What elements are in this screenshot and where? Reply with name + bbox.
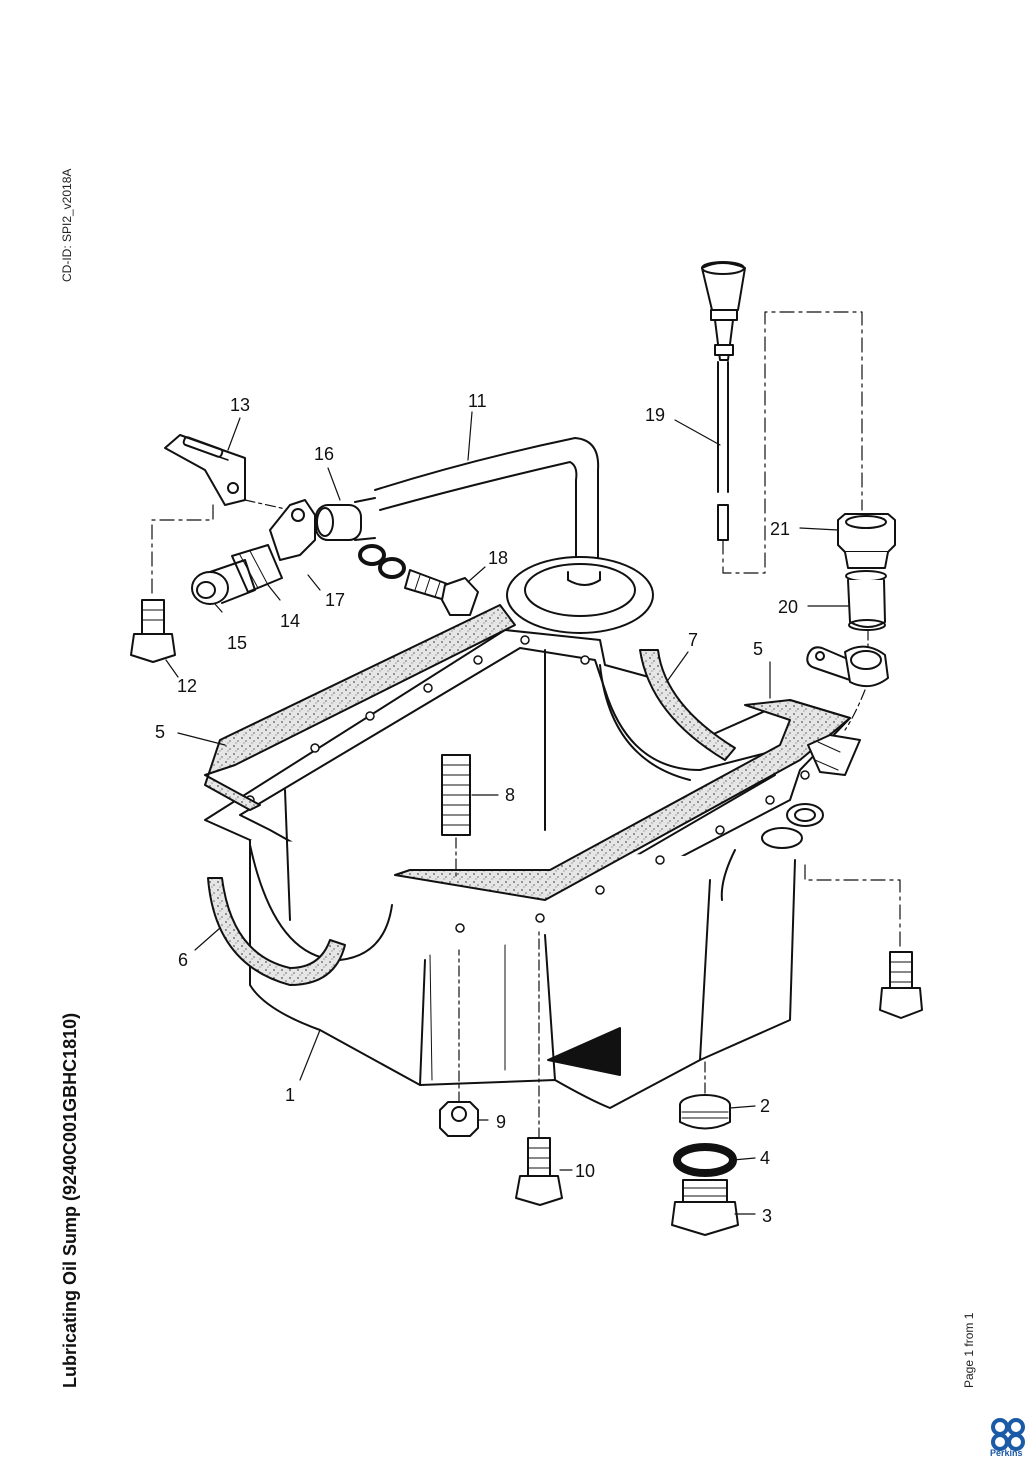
perkins-logo-icon	[991, 1418, 1025, 1451]
callout-17: 17	[325, 590, 345, 610]
bracket-bolt	[130, 504, 214, 663]
callout-10: 10	[575, 1161, 595, 1181]
callout-21: 21	[770, 519, 790, 539]
callout-3: 3	[762, 1206, 772, 1226]
page-title: Lubricating Oil Sump (9240C001GBHC1810)	[60, 1012, 80, 1388]
callout-5b: 5	[753, 639, 763, 659]
pipe-connector-assembly	[191, 497, 406, 605]
callout-9: 9	[496, 1112, 506, 1132]
cd-id-label: CD-ID: SPI2_v2018A	[60, 168, 74, 282]
bolt	[515, 929, 563, 1206]
front-seal	[639, 649, 736, 761]
callout-12: 12	[177, 676, 197, 696]
side-bolt	[804, 864, 923, 1019]
gasket-right	[394, 699, 851, 901]
dipstick-tube	[786, 513, 896, 827]
dipstick	[701, 261, 863, 574]
callout-18: 18	[488, 548, 508, 568]
callout-labels: 1 2 3 4 5 5 6 7 8 9 10 11 12 13 14 15 16…	[155, 391, 798, 1226]
page-indicator: Page 1 from 1	[962, 1312, 976, 1388]
callout-16: 16	[314, 444, 334, 464]
sump-body	[204, 629, 851, 1109]
callout-20: 20	[778, 597, 798, 617]
brand-name: Perkins	[990, 1448, 1023, 1458]
nut	[439, 949, 479, 1137]
callout-14: 14	[280, 611, 300, 631]
connector-bolt	[404, 569, 479, 616]
callout-6: 6	[178, 950, 188, 970]
callout-2: 2	[760, 1096, 770, 1116]
bracket	[164, 434, 246, 506]
leader-lines	[165, 411, 849, 1215]
callout-8: 8	[505, 785, 515, 805]
rear-seal	[207, 877, 346, 986]
gasket-left	[204, 604, 516, 811]
suction-pipe	[374, 437, 654, 634]
callout-5a: 5	[155, 722, 165, 742]
stud	[441, 754, 471, 881]
callout-19: 19	[645, 405, 665, 425]
callout-4: 4	[760, 1148, 770, 1168]
callout-1: 1	[285, 1085, 295, 1105]
callout-11: 11	[468, 391, 487, 411]
callout-13: 13	[230, 395, 250, 415]
callout-15: 15	[227, 633, 247, 653]
callout-7: 7	[688, 630, 698, 650]
drain-plug-assembly	[671, 1061, 739, 1236]
